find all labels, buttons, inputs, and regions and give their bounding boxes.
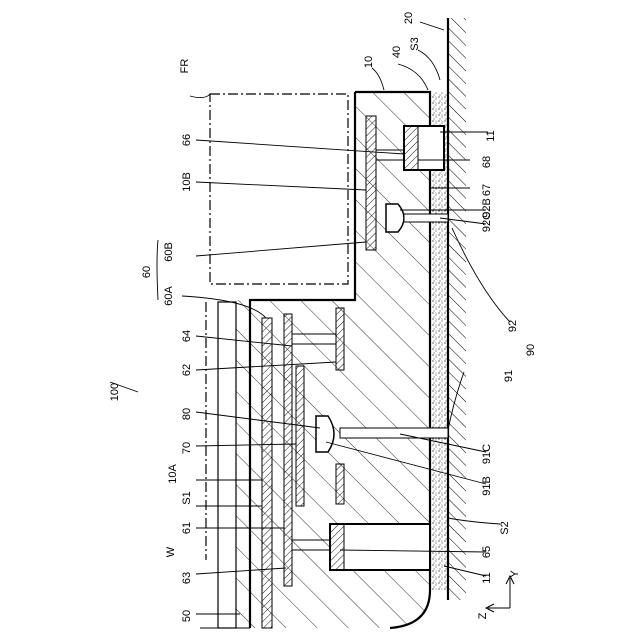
label-92b: 92B — [481, 198, 493, 218]
label-100: 100 — [109, 383, 121, 401]
label-11a: 11 — [485, 130, 497, 141]
label-68: 68 — [481, 156, 493, 168]
label-fr: FR — [179, 59, 191, 74]
label-s3: S3 — [409, 37, 421, 50]
label-70: 70 — [181, 442, 193, 454]
label-60a: 60A — [163, 286, 175, 306]
label-80: 80 — [181, 408, 193, 420]
label-w: W — [165, 546, 177, 557]
label-65: 65 — [481, 546, 493, 558]
label-s2: S2 — [499, 521, 511, 534]
label-64: 64 — [181, 330, 193, 342]
label-40: 40 — [391, 46, 403, 58]
label-s1: S1 — [181, 491, 193, 504]
label-z: Z — [477, 612, 489, 619]
connector-68 — [404, 126, 444, 170]
label-10b: 10B — [181, 172, 193, 192]
label-11b: 11 — [481, 572, 493, 583]
label-20: 20 — [403, 12, 415, 24]
label-67: 67 — [481, 184, 493, 196]
label-50: 50 — [181, 610, 193, 622]
element-70 — [296, 366, 304, 506]
label-91: 91 — [503, 370, 515, 382]
label-60b: 60B — [163, 242, 175, 262]
label-10a: 10A — [167, 464, 179, 484]
plate-62b — [336, 464, 344, 504]
label-10: 10 — [363, 56, 375, 68]
label-63: 63 — [181, 572, 193, 584]
label-66: 66 — [181, 134, 193, 146]
label-92: 92 — [507, 320, 519, 332]
label-61: 61 — [181, 522, 193, 534]
label-90: 90 — [525, 344, 537, 356]
label-91c: 91C — [481, 444, 493, 464]
label-62: 62 — [181, 364, 193, 376]
outer-wall-20 — [448, 18, 466, 600]
region-60b — [210, 94, 348, 284]
label-y: Y — [509, 570, 521, 578]
label-60: 60 — [141, 266, 153, 278]
label-91b: 91B — [481, 476, 493, 496]
